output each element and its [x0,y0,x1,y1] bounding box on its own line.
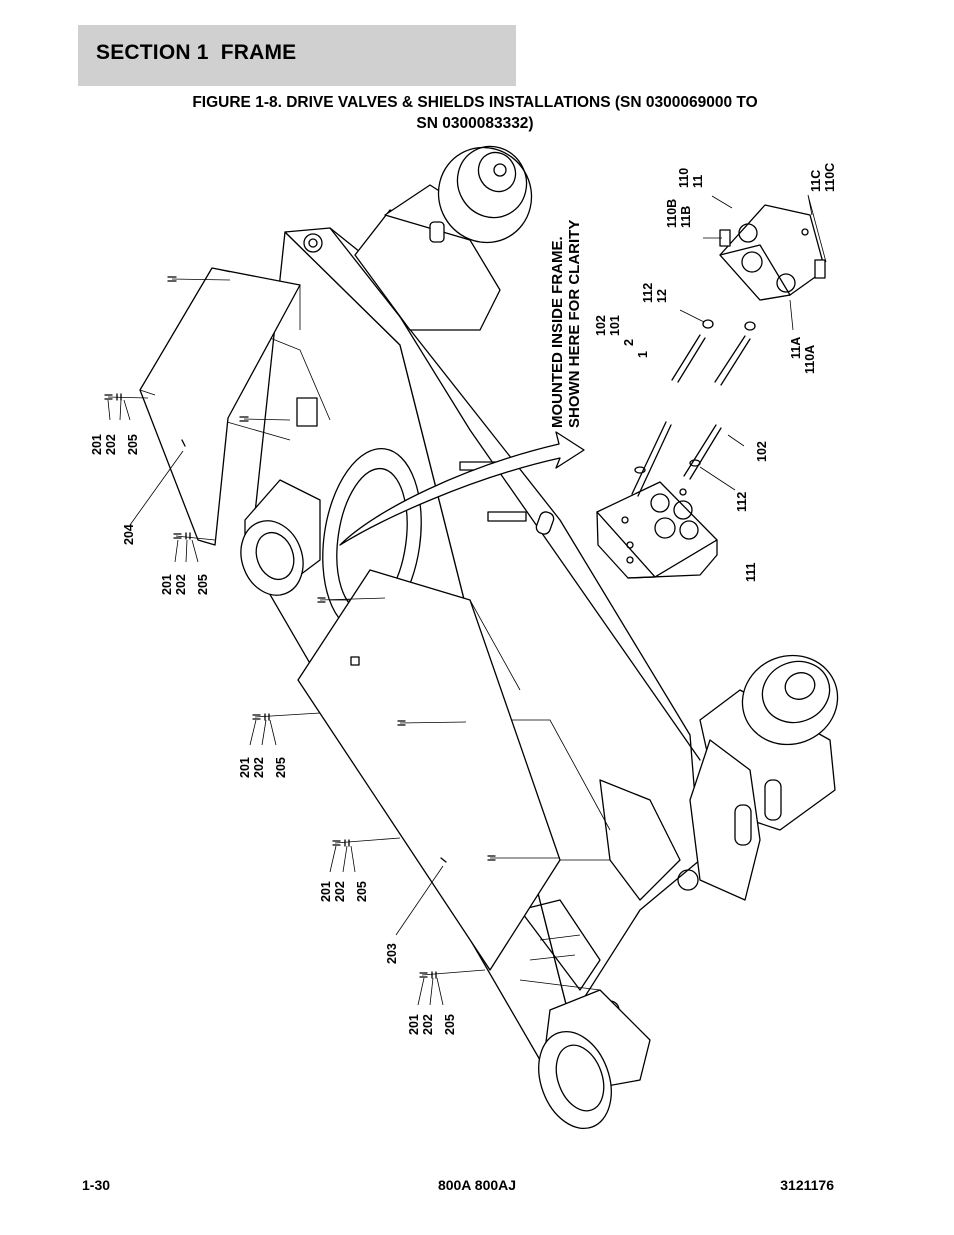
callout-203: 203 [385,943,399,964]
callout-1: 1 [636,351,650,358]
callout-110: 110 [677,168,691,188]
section-title: SECTION 1 FRAME [96,41,297,64]
callout-112-lower: 112 [735,492,749,512]
inset-note-line2: SHOWN HERE FOR CLARITY [566,220,583,428]
figure-title-line1: FIGURE 1-8. DRIVE VALVES & SHIELDS INSTA… [192,94,758,111]
shield-callouts: 201 202 205 204 201 202 205 201 202 205 … [90,434,457,1035]
callout-201-g5: 201 [407,1014,421,1035]
callout-110b: 110B [665,199,679,228]
callout-11c: 11C [809,170,823,192]
callout-11a: 11A [789,337,803,359]
callout-202-g5: 202 [421,1014,435,1035]
callout-102-upper: 102 [594,315,608,336]
callout-201-g1: 201 [90,434,104,455]
callout-201-g4: 201 [319,881,333,902]
callout-205-g5: 205 [443,1014,457,1035]
valve-block-111 [596,481,718,579]
callout-202-g1: 202 [104,434,118,455]
callout-102-lower: 102 [755,441,769,462]
callout-202-g3: 202 [252,757,266,778]
callout-110a: 110A [803,345,817,374]
rear-bottom-motor [538,989,651,1130]
inset-bolts-upper [671,194,827,386]
leader-lines [107,399,444,1006]
callout-205-g2: 205 [196,574,210,595]
inset-callouts: 110 11 110B 11B 11C 110C 112 12 102 101 … [594,163,837,582]
inset-bolts-lower [631,421,745,497]
shield-204 [139,267,301,546]
footer-doc-number: 3121176 [780,1177,834,1193]
callout-11b: 11B [679,206,693,228]
figure-title-line2: SN 0300083332) [416,115,534,132]
callout-11: 11 [691,175,705,188]
inset-note-line1: MOUNTED INSIDE FRAME. [549,236,566,428]
shield-203 [297,569,561,971]
callout-204: 204 [122,524,136,545]
callout-202-g4: 202 [333,881,347,902]
section-header: SECTION 1 FRAME [78,25,516,86]
shield-hardware [104,276,560,979]
callout-101: 101 [608,315,622,336]
callout-205-g4: 205 [355,881,369,902]
rear-drive-motor [354,145,533,331]
front-drive-motor [689,654,839,901]
footer-page-number: 1-30 [82,1177,111,1193]
callout-111: 111 [744,562,758,582]
callout-112-upper: 112 [641,283,655,303]
callout-110c: 110C [823,163,837,192]
callout-arrow [339,431,585,546]
callout-201-g2: 201 [160,574,174,595]
callout-202-g2: 202 [174,574,188,595]
callout-201-g3: 201 [238,757,252,778]
figure-title: FIGURE 1-8. DRIVE VALVES & SHIELDS INSTA… [100,92,850,134]
callout-205-g1: 205 [126,434,140,455]
left-drive-motor [240,479,321,596]
callout-12: 12 [655,289,669,303]
callout-205-g3: 205 [274,757,288,778]
callout-2: 2 [622,339,636,346]
footer-model: 800A 800AJ [437,1177,517,1193]
valve-block-11 [719,204,826,301]
